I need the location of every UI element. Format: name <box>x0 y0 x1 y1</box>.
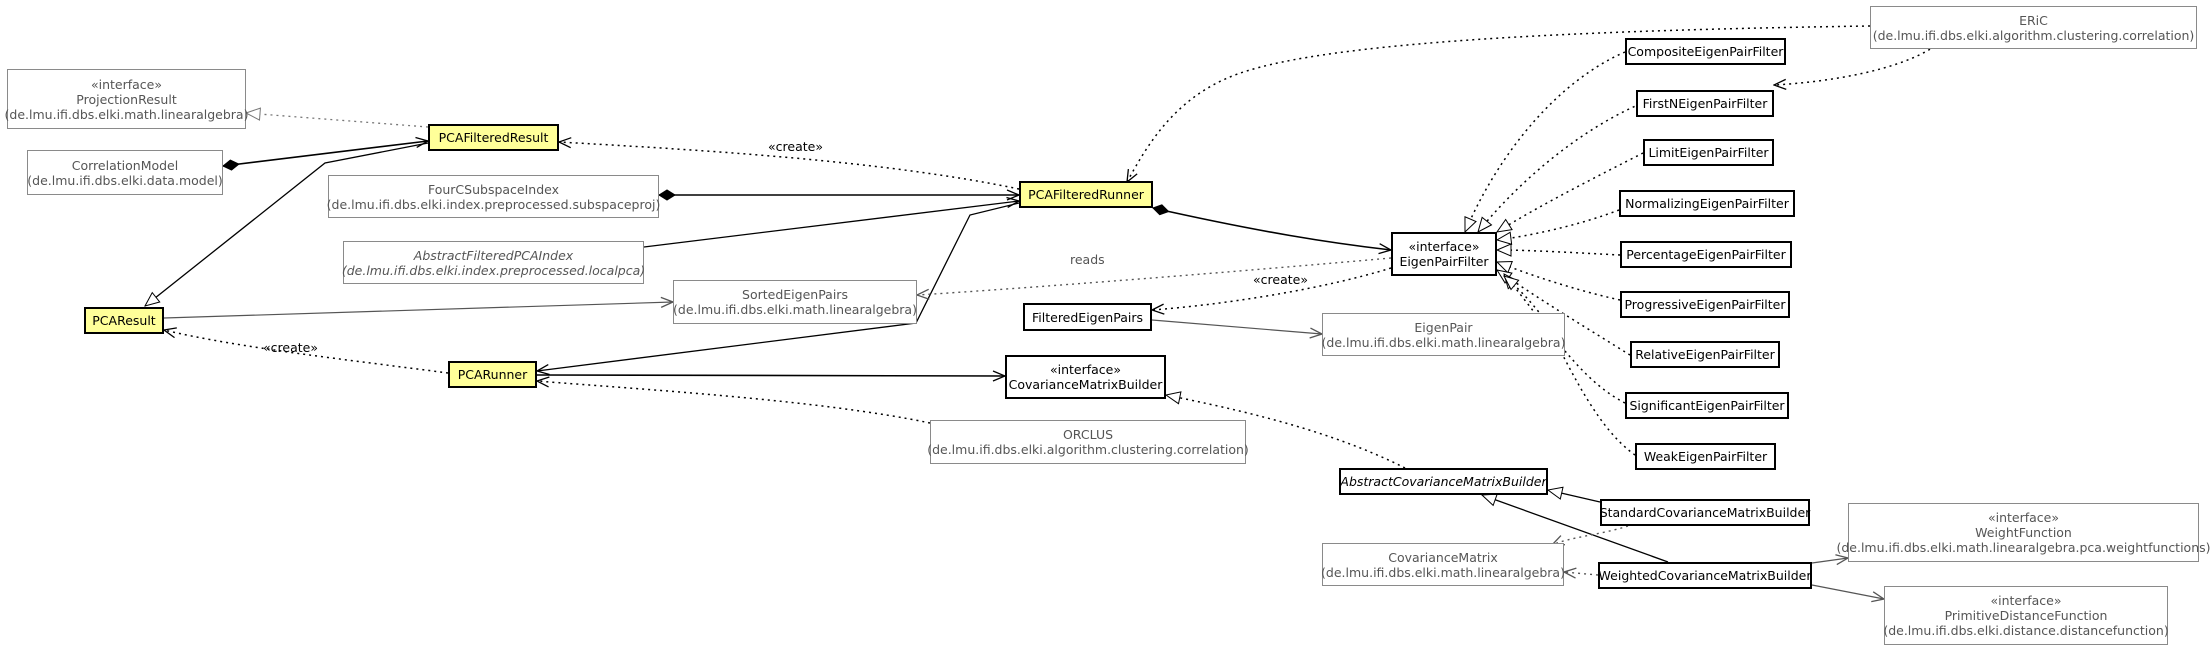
edge-label-create-pca-result: «create» <box>263 340 318 355</box>
node-percentage-eigen-pair-filter[interactable]: PercentageEigenPairFilter <box>1620 241 1792 268</box>
edge-eric-pcafilteredrunner <box>1127 25 1871 182</box>
edge-weightedcov-covariancematrix <box>1564 572 1599 575</box>
node-weak-eigen-pair-filter[interactable]: WeakEigenPairFilter <box>1635 443 1776 470</box>
edge-progressive-realizes-eigenpairfilter <box>1497 262 1621 301</box>
node-limit-eigen-pair-filter[interactable]: LimitEigenPairFilter <box>1643 139 1774 166</box>
node-relative-eigen-pair-filter[interactable]: RelativeEigenPairFilter <box>1630 341 1780 368</box>
node-correlation-model[interactable]: CorrelationModel (de.lmu.ifi.dbs.elki.da… <box>27 150 223 195</box>
node-covariance-matrix-builder[interactable]: «interface» CovarianceMatrixBuilder <box>1005 355 1166 399</box>
edge-filteredeigenpairs-eigenpair <box>1151 319 1322 334</box>
edge-correlationmodel-pcafilteredresult <box>223 141 428 166</box>
edge-pcaresult-sortedeigenpairs <box>163 302 673 319</box>
edge-firstn-realizes-eigenpairfilter <box>1478 103 1641 232</box>
edge-normalizing-realizes-eigenpairfilter <box>1497 209 1620 240</box>
node-normalizing-eigen-pair-filter[interactable]: NormalizingEigenPairFilter <box>1619 190 1795 217</box>
node-pca-runner[interactable]: PCARunner <box>448 361 537 388</box>
node-eigen-pair-filter[interactable]: «interface» EigenPairFilter <box>1391 232 1497 276</box>
edge-weak-realizes-eigenpairfilter <box>1504 276 1636 456</box>
node-projection-result[interactable]: «interface» ProjectionResult (de.lmu.ifi… <box>5 69 248 129</box>
edge-standardcov-covariancematrix <box>1552 525 1629 545</box>
node-orclus[interactable]: ORCLUS (de.lmu.ifi.dbs.elki.algorithm.cl… <box>927 420 1249 464</box>
node-eigen-pair[interactable]: EigenPair (de.lmu.ifi.dbs.elki.math.line… <box>1322 313 1565 356</box>
edge-eigenpairfilter-creates-filteredeigenpairs <box>1152 267 1392 310</box>
edge-pcafilteredresult-extends-pcaresult <box>145 142 429 306</box>
edge-pcafilteredrunner-creates-pcafilteredresult <box>559 142 1019 189</box>
node-composite-eigen-pair-filter[interactable]: CompositeEigenPairFilter <box>1625 38 1786 65</box>
node-first-n-eigen-pair-filter[interactable]: FirstNEigenPairFilter <box>1636 90 1774 117</box>
node-filtered-eigen-pairs[interactable]: FilteredEigenPairs <box>1023 303 1152 331</box>
node-eric[interactable]: ERiC (de.lmu.ifi.dbs.elki.algorithm.clus… <box>1870 6 2197 49</box>
node-abstract-filtered-pca-index[interactable]: AbstractFilteredPCAIndex (de.lmu.ifi.dbs… <box>342 241 645 284</box>
node-primitive-distance-function[interactable]: «interface» PrimitiveDistanceFunction (d… <box>1883 586 2169 645</box>
edge-pcarunner-covariancematrixbuilder <box>537 375 1005 376</box>
edge-weightedcov-weightfunction <box>1811 558 1848 563</box>
edge-significant-realizes-eigenpairfilter <box>1504 274 1626 404</box>
edge-label-create-eigen-pairs: «create» <box>1253 272 1308 287</box>
edge-label-reads: reads <box>1070 252 1105 267</box>
node-four-c-subspace-index[interactable]: FourCSubspaceIndex (de.lmu.ifi.dbs.elki.… <box>327 175 660 218</box>
node-sorted-eigen-pairs[interactable]: SortedEigenPairs (de.lmu.ifi.dbs.elki.ma… <box>673 280 917 324</box>
edge-pcafilteredrunner-eigenpairfilter <box>1153 208 1391 250</box>
node-standard-covariance-matrix-builder[interactable]: StandardCovarianceMatrixBuilder <box>1600 499 1810 526</box>
node-weight-function[interactable]: «interface» WeightFunction (de.lmu.ifi.d… <box>1836 503 2211 562</box>
edge-weightedcov-extends-abstractcov <box>1482 495 1669 563</box>
edge-label-create-filtered-result: «create» <box>768 139 823 154</box>
node-weighted-covariance-matrix-builder[interactable]: WeightedCovarianceMatrixBuilder <box>1598 562 1812 589</box>
node-covariance-matrix[interactable]: CovarianceMatrix (de.lmu.ifi.dbs.elki.ma… <box>1321 543 1565 586</box>
edge-orclus-pcarunner <box>537 381 931 424</box>
edge-eric-firstneigenpairfilter <box>1774 45 1936 85</box>
node-pca-filtered-result[interactable]: PCAFilteredResult <box>428 124 559 151</box>
node-significant-eigen-pair-filter[interactable]: SignificantEigenPairFilter <box>1625 392 1789 419</box>
edge-abstractcov-realizes-covariancematrixbuilder <box>1166 395 1406 469</box>
edge-percentage-realizes-eigenpairfilter <box>1497 250 1621 255</box>
edge-composite-realizes-eigenpairfilter <box>1464 51 1626 232</box>
edge-pcarunner-creates-pcaresult <box>164 330 449 374</box>
edge-abstractfilteredpcaindex-pcafilteredrunner <box>643 201 1019 248</box>
node-abstract-covariance-matrix-builder[interactable]: AbstractCovarianceMatrixBuilder <box>1339 468 1548 495</box>
node-pca-result[interactable]: PCAResult <box>84 307 164 334</box>
edge-pcafilteredrunner-pcarunner <box>537 202 1020 371</box>
edge-pcafilteredresult-realizes-projectionresult <box>246 113 429 128</box>
edge-standardcov-extends-abstractcov <box>1548 490 1601 503</box>
node-progressive-eigen-pair-filter[interactable]: ProgressiveEigenPairFilter <box>1620 291 1790 318</box>
edge-weightedcov-primitivedistancefunction <box>1811 584 1884 599</box>
node-pca-filtered-runner[interactable]: PCAFilteredRunner <box>1019 181 1153 208</box>
edge-eigenpairfilter-reads-sortedeigenpairs <box>917 257 1392 295</box>
